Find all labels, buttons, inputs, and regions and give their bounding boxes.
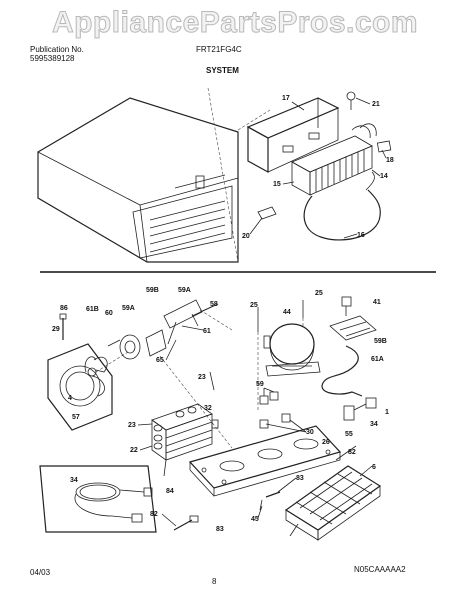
drain-pan <box>284 445 382 541</box>
callout-84: 82 <box>348 449 356 456</box>
defrost-heater <box>257 171 381 241</box>
callout-29: 44 <box>283 309 291 316</box>
callout-34-low: 84 <box>166 488 174 495</box>
evaporator-cover <box>246 97 340 174</box>
callout-17: 17 <box>282 95 290 102</box>
callout-86: 86 <box>60 305 68 312</box>
footer-date: 04/03 <box>30 568 51 577</box>
callout-22: 26 <box>322 439 330 446</box>
callout-65: 61A <box>371 356 384 363</box>
callout-61b: 61B <box>86 306 99 313</box>
callout-1: 23 <box>128 422 136 429</box>
condenser-fan-assembly <box>47 299 233 449</box>
condenser-coil <box>151 403 213 477</box>
callout-25-right: 25 <box>315 290 323 297</box>
publication-label: Publication No. <box>30 45 84 54</box>
callout-83-right: 45 <box>251 516 259 523</box>
callout-30: 55 <box>345 431 353 438</box>
callout-23-top: 59 <box>256 381 264 388</box>
power-cord-inset <box>39 465 157 533</box>
callout-44: 59B <box>374 338 387 345</box>
compressor <box>257 300 321 410</box>
callout-32: 1 <box>385 409 389 416</box>
callout-59a-mid: 59A <box>122 305 135 312</box>
callout-26: 6 <box>372 464 376 471</box>
callout-6: 34 <box>70 477 78 484</box>
callout-55: 34 <box>370 421 378 428</box>
machine-base <box>188 371 342 497</box>
callout-18: 18 <box>386 157 394 164</box>
overload-protector <box>343 397 377 421</box>
callout-4: 23 <box>198 374 206 381</box>
callout-60: 60 <box>105 310 113 317</box>
section-title: SYSTEM <box>206 66 239 75</box>
callout-61a: 4 <box>68 395 72 402</box>
callout-20: 20 <box>242 233 250 240</box>
callout-14: 14 <box>380 173 388 180</box>
leader-lines <box>137 97 387 537</box>
callout-61: 29 <box>52 326 60 333</box>
callout-57: 32 <box>204 405 212 412</box>
cabinet-drawing <box>37 87 271 263</box>
callout-59a-top: 59A <box>178 287 191 294</box>
callout-23-right: 30 <box>306 429 314 436</box>
footer-diagram-code: N05CAAAAA2 <box>354 565 406 574</box>
callout-59b-low: 65 <box>156 357 164 364</box>
callout-41: 41 <box>373 299 381 306</box>
callout-21: 21 <box>372 101 380 108</box>
callout-58: 58 <box>210 301 218 308</box>
callout-59b-top: 59B <box>146 287 159 294</box>
relay-bracket <box>329 296 377 341</box>
evaporator-coil <box>291 91 392 196</box>
watermark: AppliancePartsPros.com <box>51 6 419 40</box>
callout-59: 57 <box>72 414 80 421</box>
publication-number: 5995389128 <box>30 54 75 63</box>
callout-25-left: 25 <box>250 302 258 309</box>
callout-82-left: 83 <box>216 526 224 533</box>
callout-83-left: 82 <box>150 511 158 518</box>
drain-tube <box>321 345 363 397</box>
callout-82-right: 83 <box>296 475 304 482</box>
callout-16: 16 <box>357 232 365 239</box>
callout-59a-right: 61 <box>203 328 211 335</box>
mounting-screws <box>173 491 281 531</box>
callout-34-top: 22 <box>130 447 138 454</box>
callout-labels: 17 21 18 15 14 20 16 86 59B 59A 58 25 25… <box>52 95 394 533</box>
callout-15: 15 <box>273 181 281 188</box>
footer-page-number: 8 <box>212 577 217 586</box>
model-number: FRT21FG4C <box>196 45 242 54</box>
